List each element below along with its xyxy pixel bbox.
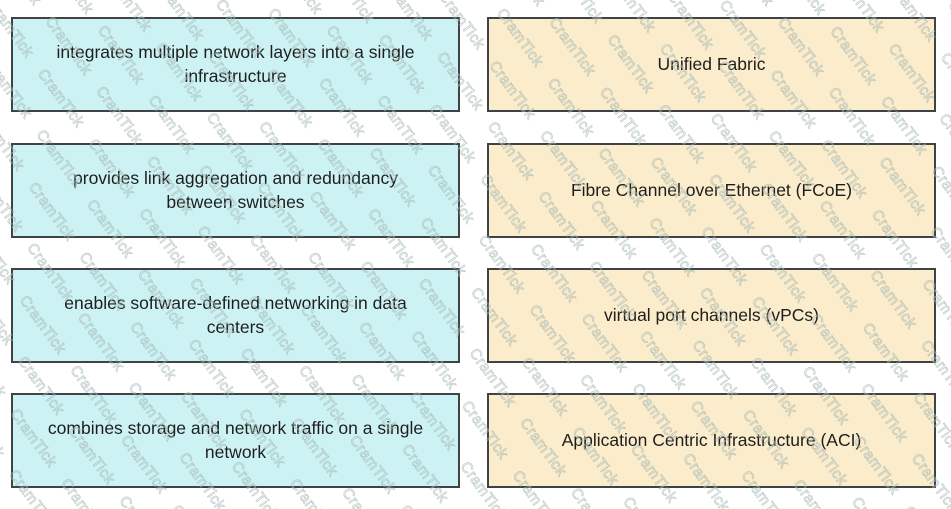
option-box-vpc[interactable]: virtual port channels (vPCs) bbox=[487, 268, 936, 363]
option-text: Application Centric Infrastructure (ACI) bbox=[561, 429, 862, 450]
definition-text: integrates multiple network layers into … bbox=[56, 42, 415, 86]
definition-text: combines storage and network traffic on … bbox=[47, 418, 424, 462]
definition-text: enables software-defined networking in d… bbox=[64, 293, 407, 337]
definition-text: provides link aggregation and redundancy… bbox=[73, 168, 398, 212]
option-text: virtual port channels (vPCs) bbox=[604, 304, 819, 325]
option-text: Fibre Channel over Ethernet (FCoE) bbox=[570, 179, 853, 200]
option-box-aci[interactable]: Application Centric Infrastructure (ACI) bbox=[487, 393, 936, 488]
option-box-unified-fabric[interactable]: Unified Fabric bbox=[487, 17, 936, 112]
definition-box-4[interactable]: combines storage and network traffic on … bbox=[11, 393, 460, 488]
definition-box-3[interactable]: enables software-defined networking in d… bbox=[11, 268, 460, 363]
option-text: Unified Fabric bbox=[657, 53, 766, 74]
definition-box-2[interactable]: provides link aggregation and redundancy… bbox=[11, 143, 460, 238]
option-box-fcoe[interactable]: Fibre Channel over Ethernet (FCoE) bbox=[487, 143, 936, 238]
definition-box-1[interactable]: integrates multiple network layers into … bbox=[11, 17, 460, 112]
